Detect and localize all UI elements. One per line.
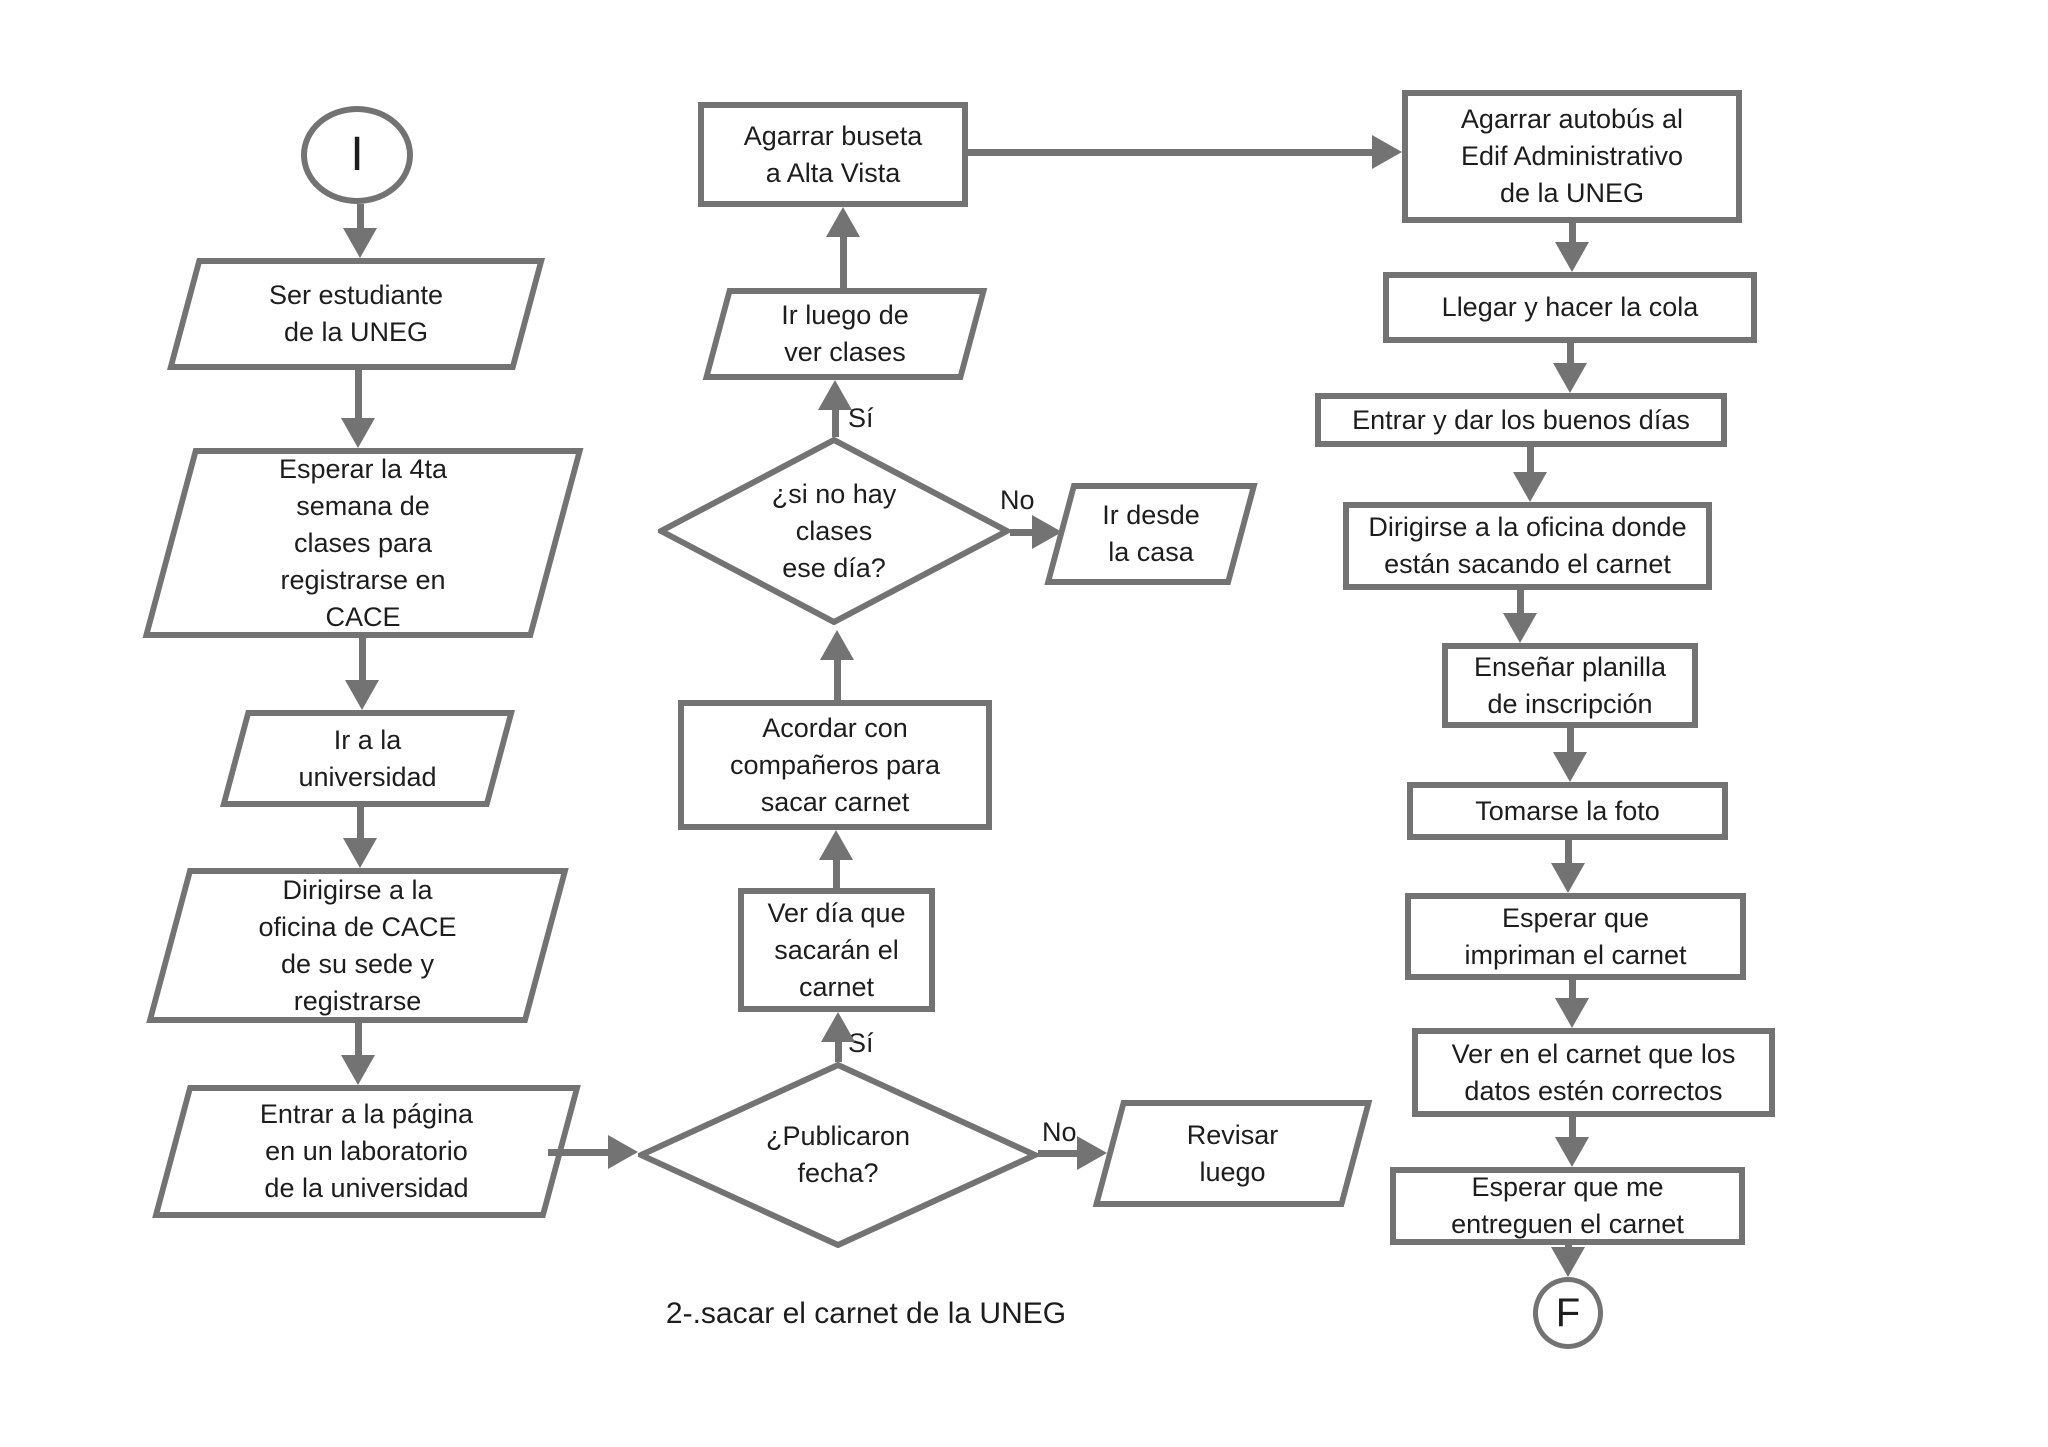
node-label: Esperar que me entreguen el carnet bbox=[1451, 1172, 1684, 1239]
edge-agarrar-buseta-agarrar-autobus bbox=[968, 149, 1372, 156]
process-node-esperar-entreguen: Esperar que me entreguen el carnet bbox=[1390, 1167, 1745, 1245]
decision-node-publicaron-fecha: ¿Publicaron fecha? bbox=[638, 1062, 1038, 1248]
arrowhead-down bbox=[1553, 752, 1587, 782]
decision-node-no-hay-clases: ¿si no hay clases ese día? bbox=[658, 437, 1010, 625]
node-label: Acordar con compañeros para sacar carnet bbox=[729, 712, 941, 817]
decision-label-si: Sí bbox=[848, 403, 874, 433]
arrowhead-down bbox=[345, 680, 379, 710]
arrowhead-right bbox=[608, 1135, 638, 1169]
diagram-title: 2-.sacar el carnet de la UNEG bbox=[665, 1297, 1067, 1330]
node-label: Dirigirse a la oficina donde están sacan… bbox=[1368, 512, 1687, 579]
arrowhead-down bbox=[1555, 998, 1589, 1028]
arrowhead-right bbox=[1077, 1136, 1107, 1170]
node-label: Esperar que impriman el carnet bbox=[1464, 902, 1687, 970]
node-label: Ser estudiante de la UNEG bbox=[268, 280, 444, 347]
node-label: Ver en el carnet que los datos estén cor… bbox=[1451, 1038, 1736, 1106]
arrowhead-up bbox=[818, 380, 852, 410]
arrowhead-down bbox=[1551, 1247, 1585, 1277]
end-label: F bbox=[1555, 1291, 1581, 1335]
diamond-shape bbox=[638, 1062, 1038, 1248]
io-node-ir-luego: Ir luego de ver clases bbox=[702, 288, 988, 380]
edge-ser-estudiante-esperar bbox=[355, 370, 362, 418]
process-node-agarrar-buseta: Agarrar buseta a Alta Vista bbox=[698, 102, 968, 207]
process-node-ver-carnet-datos: Ver en el carnet que los datos estén cor… bbox=[1412, 1028, 1775, 1117]
edge-acordar-no-hay-clases bbox=[834, 660, 841, 700]
node-label: Ir a la universidad bbox=[298, 724, 437, 792]
edge-esperar-impriman-ver-carnet bbox=[1569, 980, 1576, 998]
arrowhead-down bbox=[1503, 613, 1537, 643]
arrowhead-down bbox=[341, 418, 375, 448]
process-node-agarrar-autobus: Agarrar autobús al Edif Administrativo d… bbox=[1402, 90, 1742, 223]
node-label: Llegar y hacer la cola bbox=[1441, 292, 1699, 322]
node-label: Revisar luego bbox=[1186, 1119, 1279, 1187]
io-node-dirigirse-cace: Dirigirse a la oficina de CACE de su sed… bbox=[146, 868, 569, 1023]
decision-label-no: No bbox=[1042, 1117, 1077, 1147]
edge-dirigirse-cace-entrar-pagina bbox=[355, 1023, 362, 1055]
io-node-ir-universidad: Ir a la universidad bbox=[220, 710, 515, 807]
arrowhead-up bbox=[821, 1012, 855, 1042]
arrowhead-up bbox=[820, 630, 854, 660]
edge-ensenar-tomarse-foto bbox=[1567, 728, 1574, 752]
arrowhead-up bbox=[826, 207, 860, 237]
process-node-ensenar-planilla: Enseñar planilla de inscripción bbox=[1442, 643, 1698, 728]
edge-ir-universidad-dirigirse-cace bbox=[357, 807, 364, 838]
node-label: Entrar y dar los buenos días bbox=[1352, 404, 1690, 435]
node-label: Dirigirse a la oficina de CACE de su sed… bbox=[258, 874, 457, 1016]
node-label: Agarrar buseta a Alta Vista bbox=[743, 120, 923, 188]
arrowhead-down bbox=[341, 1055, 375, 1085]
node-label: ¿si no hay clases ese día? bbox=[771, 478, 897, 583]
arrowhead-down bbox=[1551, 863, 1585, 893]
arrowhead-right bbox=[1372, 135, 1402, 169]
arrowhead-down bbox=[343, 838, 377, 868]
process-node-tomarse-foto: Tomarse la foto bbox=[1407, 782, 1728, 840]
io-node-entrar-pagina: Entrar a la página en un laboratorio de … bbox=[152, 1085, 581, 1218]
io-node-esperar-4ta: Esperar la 4ta semana de clases para reg… bbox=[142, 448, 584, 638]
edge-agarrar-autobus-llegar bbox=[1569, 223, 1576, 242]
process-node-esperar-impriman: Esperar que impriman el carnet bbox=[1405, 893, 1746, 980]
edge-tomarse-foto-esperar-impriman bbox=[1565, 840, 1572, 863]
edge-ir-luego-agarrar-buseta bbox=[840, 237, 847, 288]
node-label: Agarrar autobús al Edif Administrativo d… bbox=[1460, 104, 1684, 208]
io-node-ser-estudiante: Ser estudiante de la UNEG bbox=[166, 258, 546, 370]
arrowhead-up bbox=[819, 830, 853, 860]
edge-entrar-pagina-publicaron bbox=[548, 1149, 608, 1156]
end-node-fin: F bbox=[1533, 1277, 1603, 1349]
node-label: Ir luego de ver clases bbox=[781, 300, 909, 367]
node-label: ¿Publicaron fecha? bbox=[765, 1121, 911, 1188]
edge-inicio-ser-estudiante bbox=[357, 204, 364, 228]
edge-no-hay-clases-ir-desde-casa bbox=[1010, 529, 1032, 536]
edge-publicaron-ver-dia bbox=[835, 1042, 842, 1062]
arrowhead-down bbox=[1513, 472, 1547, 502]
process-node-ver-dia: Ver día que sacarán el carnet bbox=[738, 888, 935, 1012]
edge-llegar-entrar-dar bbox=[1567, 343, 1574, 363]
start-node-inicio: I bbox=[301, 106, 413, 204]
process-node-dirigirse-oficina: Dirigirse a la oficina donde están sacan… bbox=[1343, 502, 1712, 590]
start-label: I bbox=[350, 128, 364, 181]
decision-label-no: No bbox=[1000, 485, 1035, 515]
io-node-revisar-luego: Revisar luego bbox=[1092, 1100, 1373, 1207]
node-label: Ver día que sacarán el carnet bbox=[767, 897, 906, 1002]
process-node-acordar: Acordar con compañeros para sacar carnet bbox=[678, 700, 992, 830]
arrowhead-down bbox=[1553, 363, 1587, 393]
arrowhead-down bbox=[1555, 242, 1589, 272]
node-label: Esperar la 4ta semana de clases para reg… bbox=[278, 453, 448, 632]
arrowhead-down bbox=[343, 228, 377, 258]
node-label: Enseñar planilla de inscripción bbox=[1473, 651, 1667, 719]
edge-no-hay-clases-ir-luego bbox=[832, 410, 839, 437]
edge-entrar-dar-dirigirse-oficina bbox=[1527, 447, 1534, 472]
edge-ver-carnet-esperar-entreguen bbox=[1569, 1117, 1576, 1137]
node-label: Ir desde la casa bbox=[1102, 500, 1200, 567]
process-node-llegar-cola: Llegar y hacer la cola bbox=[1383, 272, 1757, 343]
io-node-ir-desde-casa: Ir desde la casa bbox=[1044, 483, 1258, 585]
diamond-shape bbox=[658, 437, 1010, 625]
edge-publicaron-revisar bbox=[1038, 1150, 1077, 1157]
edge-dirigirse-oficina-ensenar bbox=[1517, 590, 1524, 613]
arrowhead-down bbox=[1555, 1137, 1589, 1167]
node-label: Entrar a la página en un laboratorio de … bbox=[259, 1099, 474, 1203]
process-node-entrar-dar: Entrar y dar los buenos días bbox=[1315, 393, 1727, 447]
edge-esperar-ir-universidad bbox=[359, 638, 366, 680]
node-label: Tomarse la foto bbox=[1475, 795, 1660, 826]
edge-ver-dia-acordar bbox=[833, 860, 840, 888]
